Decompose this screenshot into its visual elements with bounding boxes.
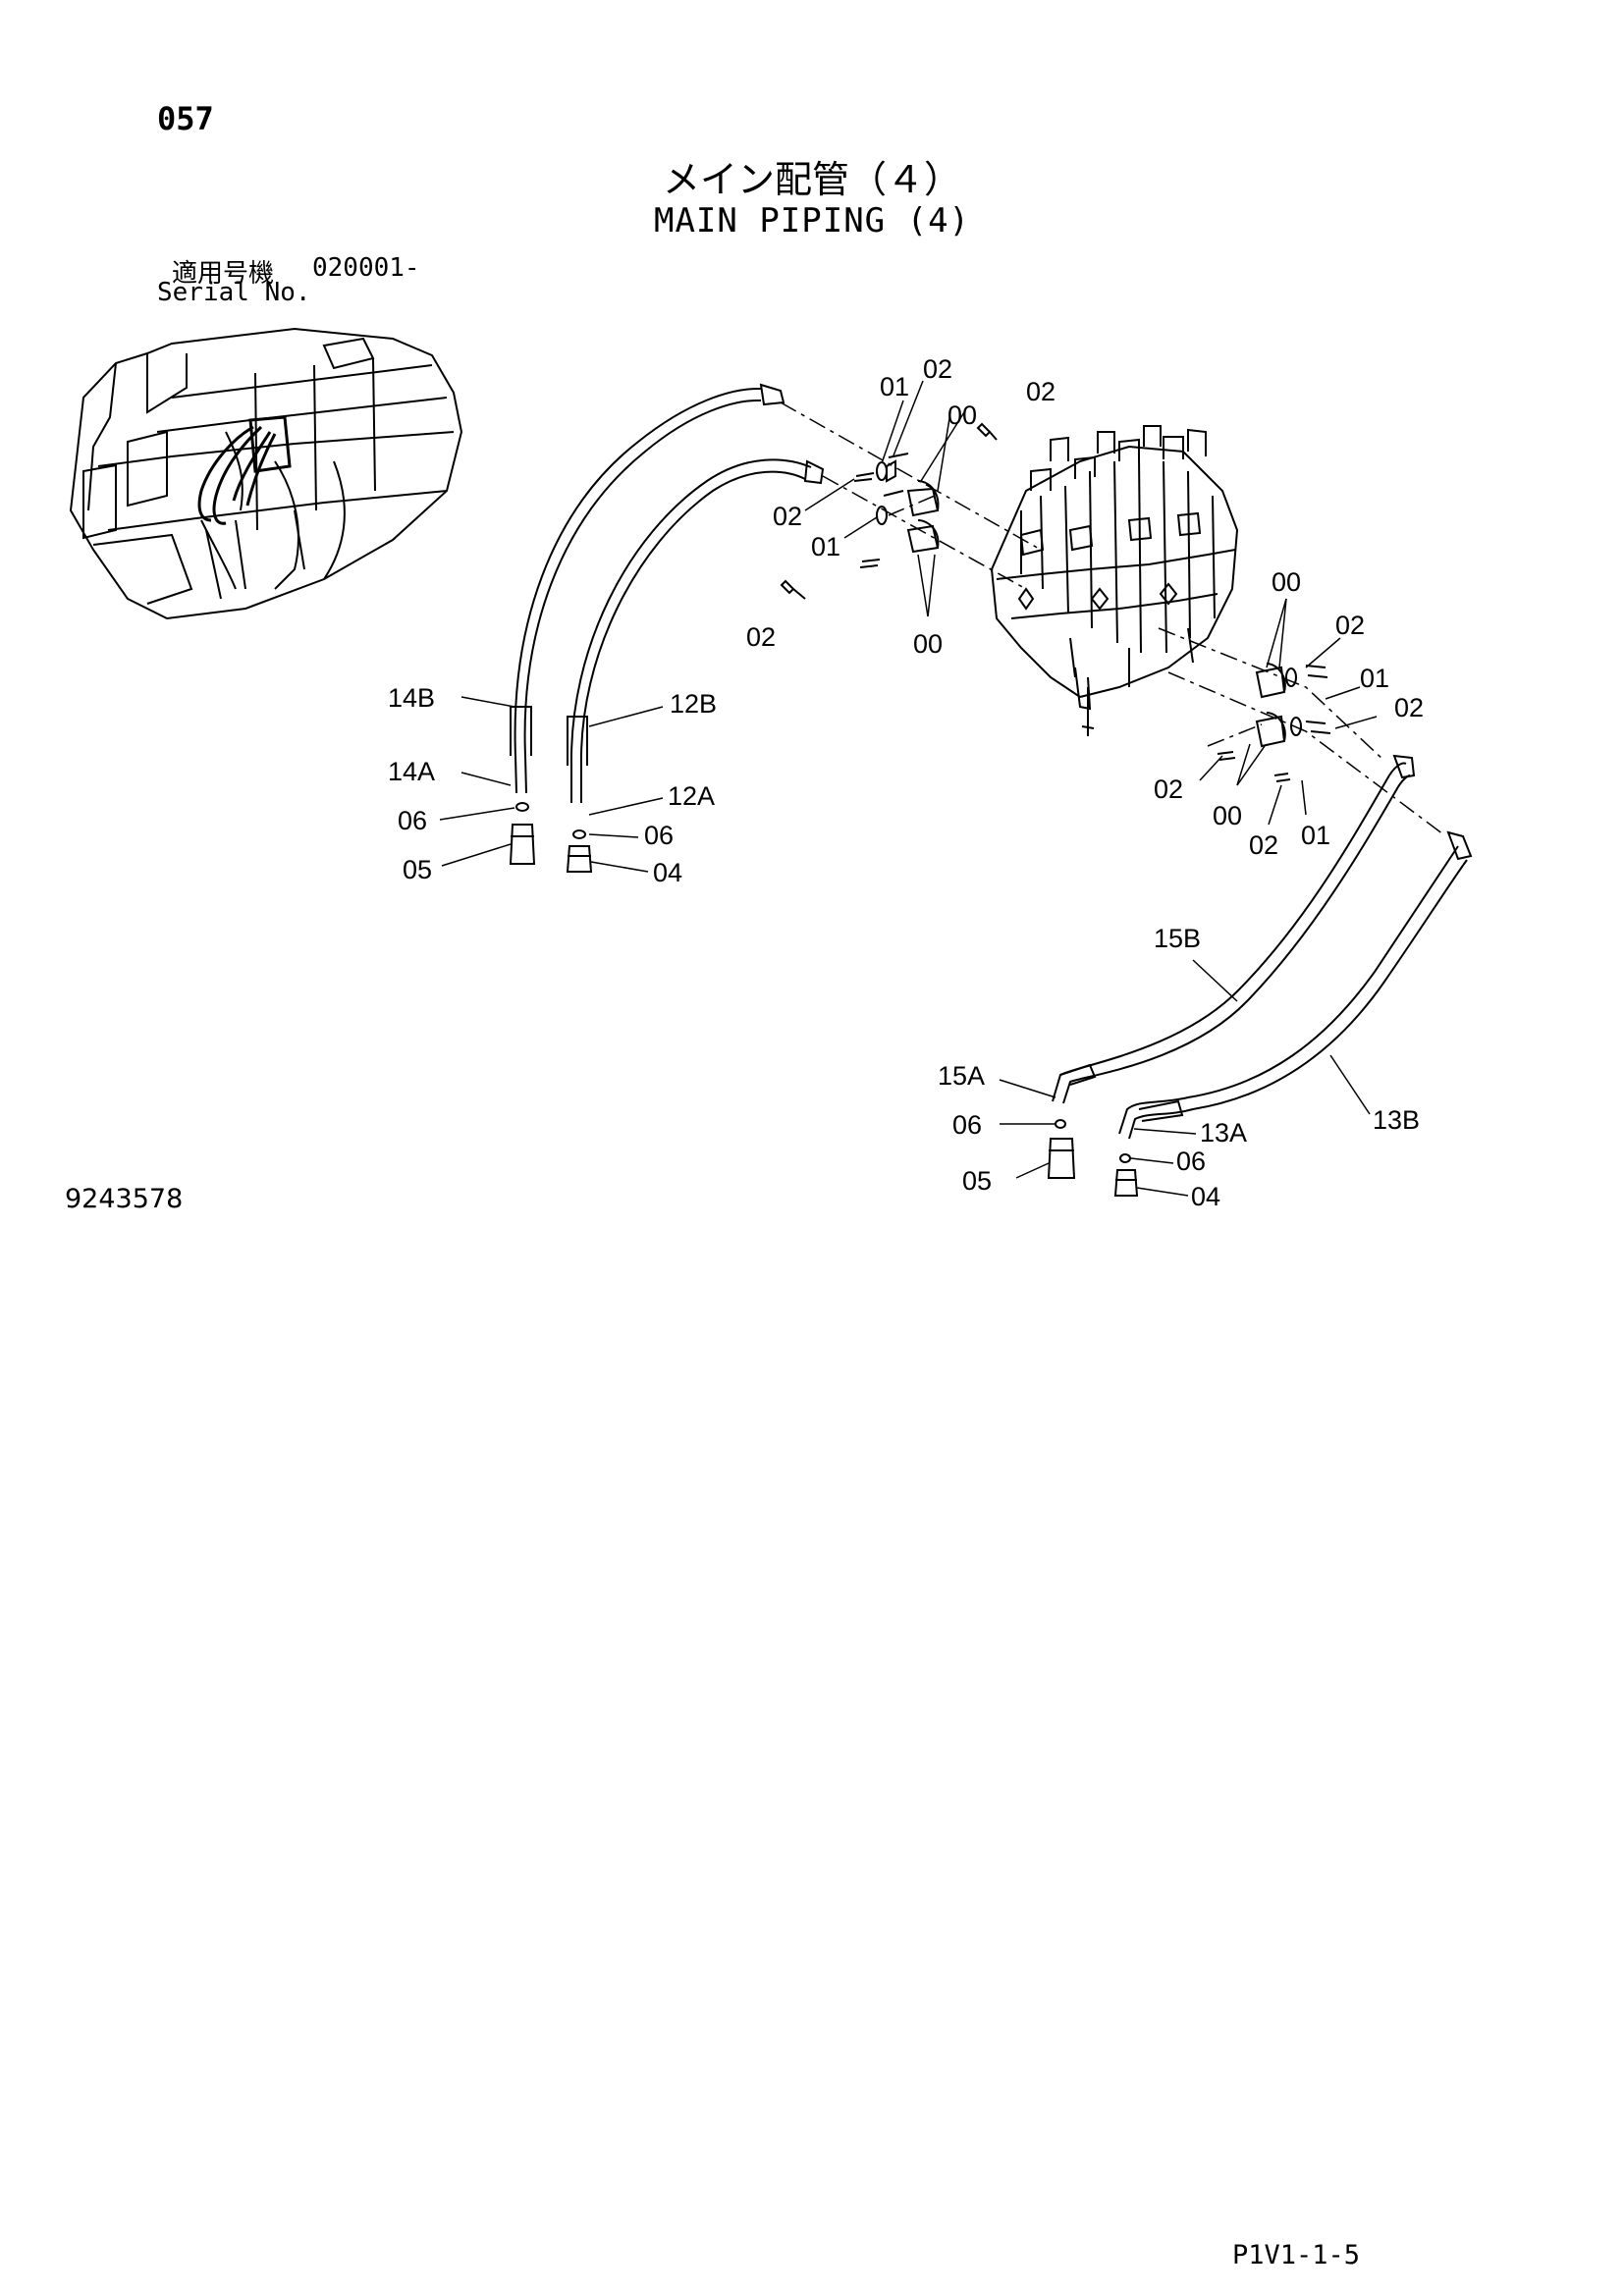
page-code: P1V1-1-5 bbox=[1232, 2240, 1361, 2270]
serial-number: 020001- bbox=[312, 253, 420, 283]
callout-15B: 15B bbox=[1154, 924, 1201, 953]
callout-04-bottom: 04 bbox=[1191, 1182, 1220, 1211]
hose-14 bbox=[510, 383, 785, 794]
page-number: 057 bbox=[157, 100, 214, 137]
callout-00-right2: 00 bbox=[1213, 801, 1242, 830]
callout-14B: 14B bbox=[388, 683, 435, 713]
leader-lines bbox=[439, 380, 1378, 1197]
hose-15 bbox=[1052, 754, 1416, 1104]
excavator-hose-highlight bbox=[197, 415, 292, 525]
callout-06-bottom: 06 bbox=[952, 1110, 982, 1140]
callout-02-right4: 02 bbox=[1249, 830, 1278, 860]
callout-02-right3: 02 bbox=[1154, 774, 1183, 804]
callout-labels: 14B 14A 06 05 12B 12A 06 04 01 02 00 02 … bbox=[388, 354, 1424, 1211]
title-japanese: メイン配管（４） bbox=[662, 158, 961, 201]
callout-01-right2: 01 bbox=[1301, 821, 1330, 850]
callout-05-left: 05 bbox=[403, 855, 432, 884]
callout-02-right1: 02 bbox=[1335, 611, 1365, 640]
callout-06-left: 06 bbox=[398, 806, 427, 835]
callout-13B: 13B bbox=[1373, 1105, 1420, 1135]
callout-02-mid: 02 bbox=[773, 502, 802, 531]
hose-12 bbox=[567, 458, 825, 803]
callout-02-right2: 02 bbox=[1394, 693, 1424, 722]
control-valve-illustration bbox=[990, 425, 1239, 736]
callout-02-top: 02 bbox=[923, 354, 952, 384]
callout-00-right: 00 bbox=[1272, 567, 1301, 597]
fitting-parts bbox=[509, 422, 1331, 1197]
callout-06-left2: 06 bbox=[644, 821, 674, 850]
figure-number: 9243578 bbox=[65, 1184, 184, 1214]
dashed-routing-lines bbox=[780, 401, 1444, 835]
callout-01-top: 01 bbox=[880, 372, 909, 401]
excavator-thumbnail-illustration bbox=[69, 327, 463, 620]
callout-04-left: 04 bbox=[653, 858, 682, 887]
callout-13A: 13A bbox=[1200, 1118, 1247, 1148]
callout-02-bottom: 02 bbox=[746, 622, 776, 652]
callout-00-top: 00 bbox=[947, 400, 977, 430]
callout-00-bottom: 00 bbox=[913, 629, 943, 659]
callout-02-top-right: 02 bbox=[1026, 377, 1056, 406]
callout-15A: 15A bbox=[938, 1061, 985, 1091]
callout-06-bottom2: 06 bbox=[1176, 1147, 1206, 1176]
serial-label-japanese: 適用号機 bbox=[172, 259, 275, 289]
callout-01-mid: 01 bbox=[811, 532, 840, 561]
serial-label-english: Serial No. bbox=[157, 278, 311, 307]
title-english: MAIN PIPING (4) bbox=[653, 201, 971, 240]
callout-12A: 12A bbox=[668, 781, 715, 811]
callout-05-bottom: 05 bbox=[962, 1166, 992, 1196]
callout-14A: 14A bbox=[388, 757, 435, 786]
hose-13 bbox=[1118, 830, 1473, 1140]
callout-01-right1: 01 bbox=[1360, 664, 1389, 693]
callout-12B: 12B bbox=[670, 689, 717, 719]
